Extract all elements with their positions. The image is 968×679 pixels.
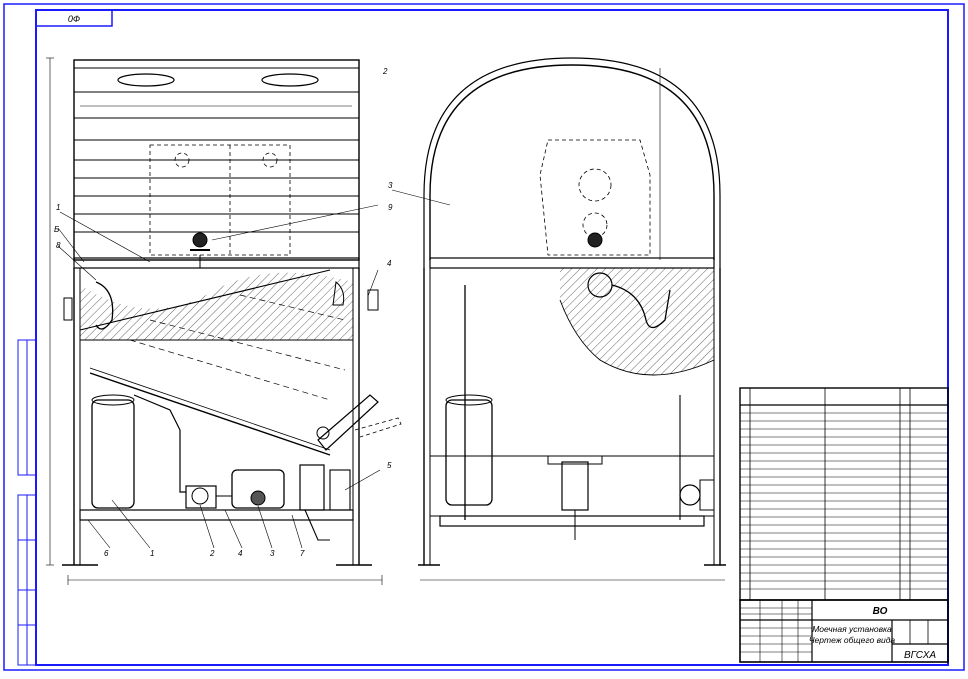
callout-4b: 4 [238,549,243,558]
callout-6: 6 [104,549,109,558]
margin-stamp [17,339,37,666]
parts-list-table [739,387,949,601]
drawing-designation: ВО [873,606,888,617]
front-callouts: 2 1 Б 8 9 4 5 6 1 2 4 3 7 [54,67,393,558]
callout-2: 2 [382,67,388,76]
callout-9: 9 [388,203,393,212]
callout-1b: 1 [150,549,154,558]
callout-3b: 3 [270,549,275,558]
side-callouts: 3 [388,181,451,206]
corner-code: 0Ф [68,14,80,24]
callout-b: Б [54,225,59,234]
front-view [46,57,402,585]
callout-2b: 2 [209,549,215,558]
callout-5: 5 [387,461,392,470]
side-callout-3: 3 [388,181,393,190]
title-line-2: Чертеж общего вида [809,635,896,645]
callout-4: 4 [387,259,392,268]
organization-code: ВГСХА [904,650,936,661]
side-view [418,57,726,581]
callout-8: 8 [56,241,61,250]
title-block [739,599,949,663]
callout-7: 7 [300,549,305,558]
callout-1: 1 [56,203,60,212]
title-line-1: Моечная установка [812,624,892,634]
corner-code-box [35,9,113,27]
